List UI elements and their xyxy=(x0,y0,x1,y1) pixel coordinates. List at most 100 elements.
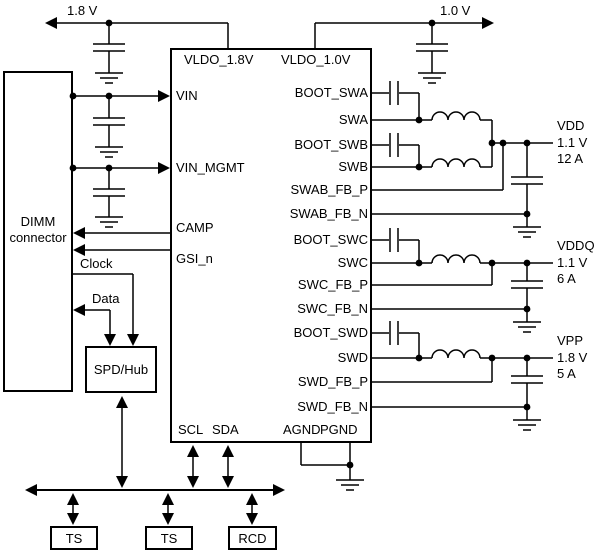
inductor-b xyxy=(431,158,481,168)
spd-hub-label: SPD/Hub xyxy=(93,362,149,377)
pin-boot-swb: BOOT_SWB xyxy=(294,137,368,152)
bus-to-rcd xyxy=(246,493,258,525)
arrow-left-icon xyxy=(73,227,85,239)
wire-vin-mgmt xyxy=(69,162,170,228)
arrow-up-icon xyxy=(67,493,79,505)
rail-1v0 xyxy=(314,17,494,84)
pin-swab-fb-p: SWAB_FB_P xyxy=(290,182,368,197)
vdd-output-cap xyxy=(511,143,543,227)
phase-a xyxy=(372,81,492,124)
arrow-up-icon xyxy=(116,396,128,408)
pin-boot-swa: BOOT_SWA xyxy=(294,85,368,100)
ts2-label: TS xyxy=(160,530,178,546)
inductor-a xyxy=(431,111,481,121)
wire-sda xyxy=(222,445,234,488)
pin-vldo-1v0: VLDO_1.0V xyxy=(281,52,351,67)
ground-icon xyxy=(513,419,541,431)
ts1-label: TS xyxy=(65,530,83,546)
vddq-name-label: VDDQ xyxy=(557,238,595,253)
bootstrap-cap-b xyxy=(372,133,420,167)
pin-swb: SWB xyxy=(338,159,368,174)
spd-hub-block: SPD/Hub xyxy=(85,346,157,393)
vddq-output-cap xyxy=(511,263,543,322)
pin-agnd: AGND xyxy=(283,422,321,437)
wire-agnd-pgnd xyxy=(300,443,364,491)
arrow-down-icon xyxy=(127,334,139,346)
vpp-voltage-label: 1.8 V xyxy=(557,350,588,365)
pin-vin: VIN xyxy=(176,88,198,103)
ts2-block: TS xyxy=(145,526,193,550)
wire-clock xyxy=(73,273,139,346)
inductor-c xyxy=(431,254,481,264)
swd-fb-p-wire xyxy=(372,358,493,383)
pin-swd: SWD xyxy=(337,350,368,365)
vdd-current-label: 12 A xyxy=(557,151,584,166)
bootstrap-cap-a xyxy=(372,81,420,120)
capacitor-1v0 xyxy=(416,23,448,73)
input-1v0-label: 1.0 V xyxy=(440,3,471,18)
capacitor-vin xyxy=(93,96,125,147)
arrow-right-icon xyxy=(158,162,170,174)
wire-spd-bus xyxy=(116,396,128,488)
wire-data xyxy=(73,304,116,346)
input-1v8-label: 1.8 V xyxy=(67,3,98,18)
arrow-left-icon xyxy=(73,244,85,256)
ts1-block: TS xyxy=(50,526,98,550)
vddq-current-label: 6 A xyxy=(557,271,576,286)
arrow-right-icon xyxy=(273,484,285,496)
vpp-output-cap xyxy=(511,358,543,420)
pin-vin-mgmt: VIN_MGMT xyxy=(176,160,245,175)
pin-sda: SDA xyxy=(212,422,239,437)
pin-swa: SWA xyxy=(338,112,368,127)
bootstrap-cap-d xyxy=(372,321,420,358)
arrow-up-icon xyxy=(222,445,234,457)
vpp-current-label: 5 A xyxy=(557,366,576,381)
arrow-left-icon xyxy=(73,304,85,316)
swc-fb-p-wire xyxy=(372,263,493,286)
pin-swc-fb-p: SWC_FB_P xyxy=(297,277,368,292)
dimm-label-line2: connector xyxy=(9,230,67,245)
data-signal-label: Data xyxy=(92,291,120,306)
pin-swd-fb-p: SWD_FB_P xyxy=(297,374,368,389)
vdd-voltage-label: 1.1 V xyxy=(557,135,588,150)
phase-b xyxy=(372,133,492,171)
vpp-rail xyxy=(372,354,543,431)
dimm-label-line1: DIMM xyxy=(20,214,56,229)
capacitor-vin-mgmt xyxy=(93,168,125,217)
pin-scl: SCL xyxy=(178,422,204,437)
arrow-down-icon xyxy=(162,513,174,525)
pmic-ic-block xyxy=(170,48,372,443)
capacitor-1v8 xyxy=(93,23,125,73)
smbus-line xyxy=(25,484,285,496)
pin-swc: SWC xyxy=(337,255,368,270)
arrow-up-icon xyxy=(162,493,174,505)
wire-scl xyxy=(187,445,199,488)
dimm-connector-block xyxy=(3,71,73,392)
wire-camp xyxy=(73,227,170,239)
pin-vldo-1v8: VLDO_1.8V xyxy=(184,52,254,67)
ground-icon xyxy=(95,146,123,158)
vdd-rail xyxy=(372,120,553,238)
vddq-voltage-label: 1.1 V xyxy=(557,255,588,270)
pin-pgnd: PGND xyxy=(320,422,358,437)
ground-icon xyxy=(513,226,541,238)
bootstrap-cap-c xyxy=(372,228,420,263)
vddq-rail xyxy=(372,259,543,333)
arrow-down-icon xyxy=(67,513,79,525)
rcd-block: RCD xyxy=(228,526,277,550)
arrow-up-icon xyxy=(187,445,199,457)
inductor-d xyxy=(431,349,481,359)
pin-gsi-n: GSI_n xyxy=(176,251,213,266)
ground-icon xyxy=(513,321,541,333)
pin-swd-fb-n: SWD_FB_N xyxy=(297,399,368,414)
arrow-right-icon xyxy=(482,17,494,29)
arrow-left-icon xyxy=(25,484,37,496)
arrow-left-icon xyxy=(45,17,57,29)
bus-to-ts1 xyxy=(67,493,79,525)
swab-fb-p-wire xyxy=(372,143,504,191)
pin-camp: CAMP xyxy=(176,220,214,235)
rail-1v8 xyxy=(45,17,229,84)
pin-boot-swc: BOOT_SWC xyxy=(293,232,368,247)
